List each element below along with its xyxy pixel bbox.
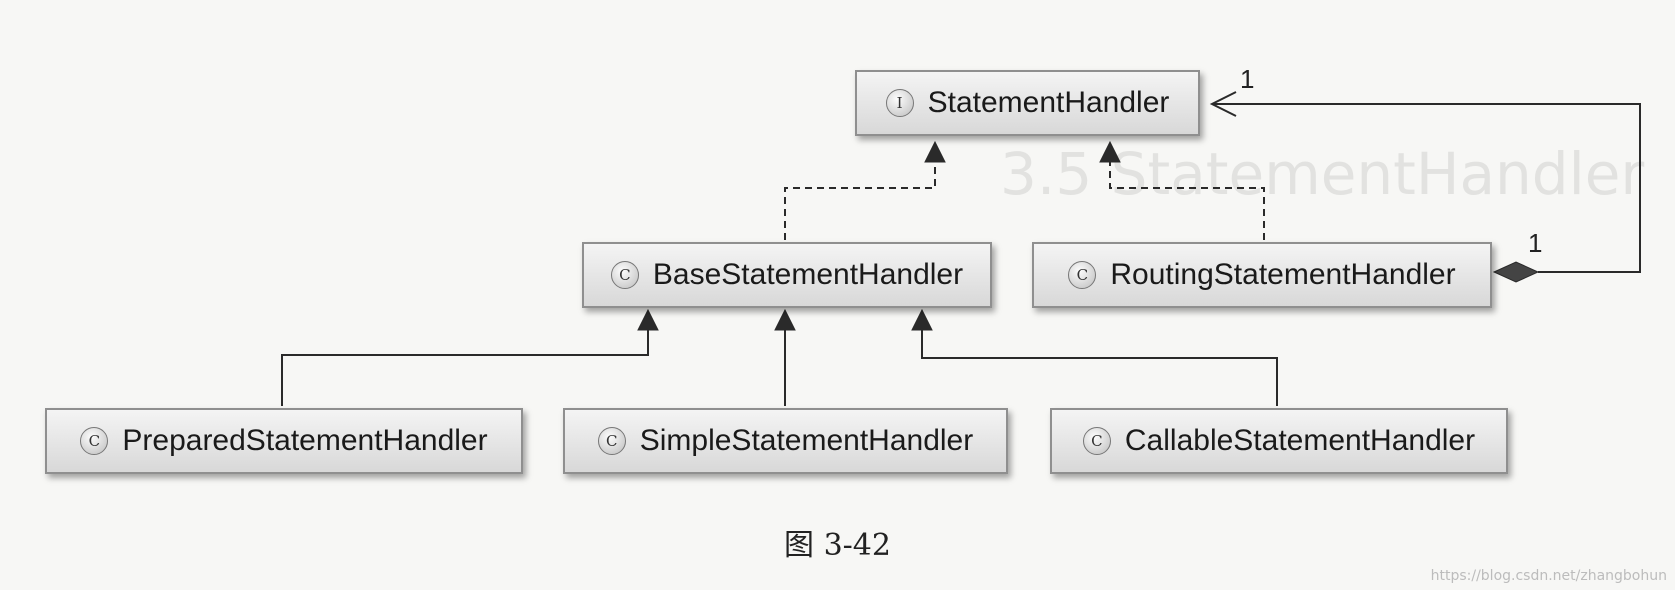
class-icon: C (1068, 261, 1097, 289)
class-icon: C (597, 427, 626, 455)
interface-icon: I (885, 89, 914, 117)
composition-diamond (1492, 261, 1540, 283)
realization-edge-base (784, 162, 936, 240)
class-callable-statement-handler: C CallableStatementHandler (1050, 408, 1508, 474)
class-simple-statement-handler: C SimpleStatementHandler (563, 408, 1008, 474)
arrowhead-callable-to-base (911, 308, 933, 331)
watermark: https://blog.csdn.net/zhangbohun (1430, 568, 1667, 584)
class-label: RoutingStatementHandler (1110, 258, 1456, 291)
generalization-edge-callable (921, 330, 1278, 406)
arrowhead-simple-to-base (774, 308, 796, 331)
class-label: StatementHandler (927, 86, 1170, 119)
arrowhead-prepared-to-base (637, 308, 659, 331)
class-base-statement-handler: C BaseStatementHandler (582, 242, 992, 308)
composition-open-arrowhead (1209, 91, 1237, 117)
class-label: PreparedStatementHandler (122, 424, 488, 457)
class-prepared-statement-handler: C PreparedStatementHandler (45, 408, 523, 474)
class-label: SimpleStatementHandler (639, 424, 974, 457)
class-icon: C (80, 427, 109, 455)
multiplicity-source: 1 (1528, 228, 1542, 258)
figure-caption: 图 3-42 (784, 528, 891, 563)
composition-edge (1212, 103, 1641, 273)
class-label: BaseStatementHandler (652, 258, 964, 291)
class-label: CallableStatementHandler (1124, 424, 1476, 457)
class-icon: C (1082, 427, 1111, 455)
arrowhead-routing-to-interface (1099, 140, 1121, 163)
generalization-edge-prepared (281, 330, 649, 406)
multiplicity-target: 1 (1240, 64, 1254, 94)
realization-edge-routing (1109, 162, 1265, 240)
arrowhead-base-to-interface (924, 140, 946, 163)
class-statement-handler: I StatementHandler (855, 70, 1200, 136)
class-routing-statement-handler: C RoutingStatementHandler (1032, 242, 1492, 308)
class-icon: C (610, 261, 639, 289)
